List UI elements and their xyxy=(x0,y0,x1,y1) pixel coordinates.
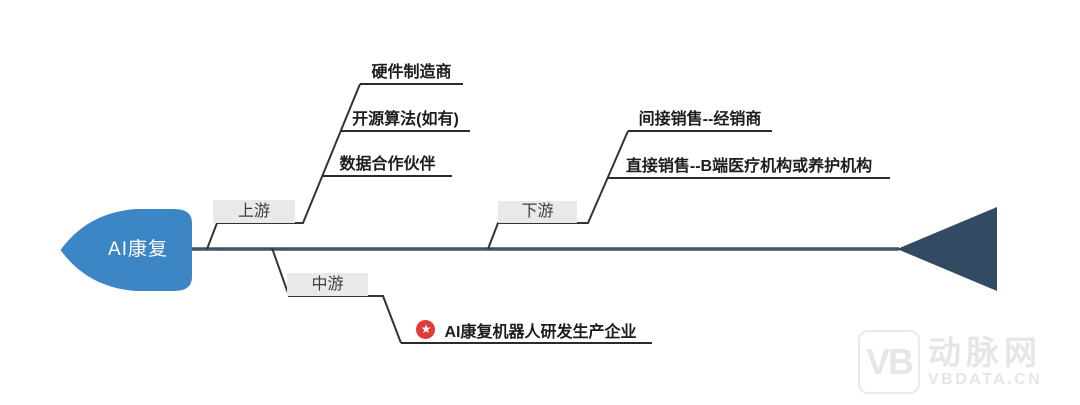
midstream-item-label: AI康复机器人研发生产企业 xyxy=(444,323,637,341)
midstream-branch-line xyxy=(271,247,402,344)
downstream-item-direct-sales: 直接销售--B端医疗机构或养护机构 xyxy=(625,158,873,175)
upstream-item-hardware: 硬件制造商 xyxy=(371,64,452,81)
upstream-item-opensource-algorithm: 开源算法(如有) xyxy=(352,111,459,128)
downstream-item-indirect-sales: 间接销售--经销商 xyxy=(638,111,762,128)
watermark-text-block: 动脉网 VBDATA.CN xyxy=(928,335,1042,389)
watermark-brand-name: 动脉网 xyxy=(928,334,1042,371)
vbdata-logo-icon: VB xyxy=(858,330,920,394)
tail-shape xyxy=(897,207,997,291)
watermark-site-url: VBDATA.CN xyxy=(928,371,1043,388)
vbdata-watermark: VB 动脉网 VBDATA.CN xyxy=(858,330,1042,394)
segment-tag-upstream: 上游 xyxy=(213,200,295,223)
downstream-branch-line xyxy=(487,130,629,250)
star-icon: ★ xyxy=(416,320,436,339)
segment-tag-downstream: 下游 xyxy=(498,201,577,223)
midstream-item-row: ★ AI康复机器人研发生产企业 xyxy=(401,318,652,341)
upstream-item-data-partners: 数据合作伙伴 xyxy=(339,156,436,173)
diagram-head-label: AI康复 xyxy=(108,239,168,260)
segment-tag-midstream: 中游 xyxy=(287,273,368,296)
head-shape xyxy=(60,209,192,291)
upstream-branch-line xyxy=(206,83,361,250)
